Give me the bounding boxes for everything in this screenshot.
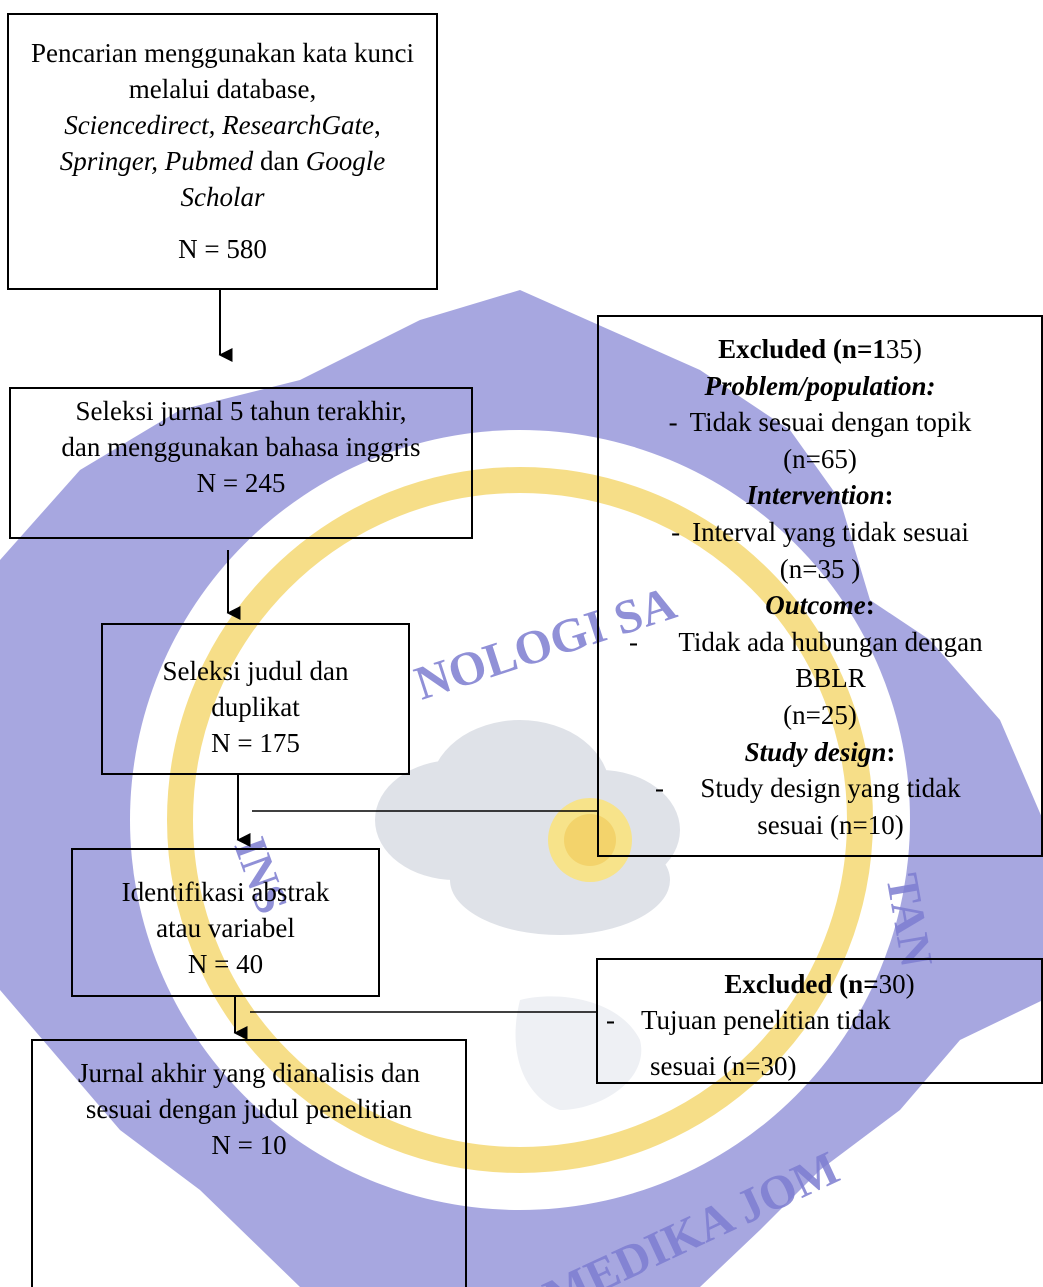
excluded-box-1: Excluded (n=135) Problem/population: -Ti… bbox=[597, 315, 1043, 857]
search-text: Pencarian menggunakan kata kunci melalui… bbox=[30, 38, 415, 104]
database-list-2: Springer, Pubmed bbox=[59, 146, 254, 176]
excluded1-category-intervention: Intervention: bbox=[746, 480, 894, 511]
search-box: Pencarian menggunakan kata kunci melalui… bbox=[7, 13, 438, 290]
excluded1-reason-outcome: -Tidak ada hubungan dengan BBLR bbox=[629, 626, 983, 694]
excluded1-category-outcome: Outcome: bbox=[765, 590, 875, 621]
search-count: N = 580 bbox=[178, 234, 267, 264]
watermark-text-bottom: IA MEDIKA JOM bbox=[479, 1141, 847, 1287]
journal-line-1: Seleksi jurnal 5 tahun terakhir, bbox=[75, 396, 407, 426]
excluded1-reason-study-design: -Study design yang tidak sesuai (n=10) bbox=[655, 773, 961, 840]
excluded1-category-problem: Problem/population: bbox=[704, 370, 936, 401]
journal-selection-box: Seleksi jurnal 5 tahun terakhir, dan men… bbox=[9, 387, 473, 539]
title-selection-box: Seleksi judul dan duplikat N = 175 bbox=[101, 623, 410, 775]
excluded1-count-outcome: (n=25) bbox=[783, 699, 857, 730]
excluded1-category-study-design: Study design: bbox=[744, 736, 896, 767]
abstract-text: Identifikasi abstrak atau variabel bbox=[121, 877, 330, 943]
final-text: Jurnal akhir yang dianalisis dan sesuai … bbox=[78, 1058, 420, 1124]
excluded1-reason-problem: -Tidak sesuai dengan topik bbox=[668, 407, 972, 438]
database-list-1: Sciencedirect, ResearchGate bbox=[64, 110, 375, 140]
excluded2-reason: -Tujuan penelitian tidak bbox=[606, 1005, 891, 1035]
abstract-count: N = 40 bbox=[187, 949, 264, 979]
excluded1-count-problem: (n=65) bbox=[783, 443, 857, 474]
excluded1-count-intervention: (n=35 ) bbox=[779, 553, 861, 584]
watermark-text-right: TAN bbox=[876, 870, 942, 971]
excluded1-heading: Excluded (n=135) bbox=[718, 334, 922, 364]
database-separator: , bbox=[374, 110, 381, 140]
journal-line-2: dan menggunakan bahasa inggris bbox=[61, 432, 421, 462]
final-journals-box: Jurnal akhir yang dianalisis dan sesuai … bbox=[31, 1039, 467, 1287]
excluded1-reason-intervention: -Interval yang tidak sesuai bbox=[671, 516, 969, 547]
title-selection-text: Seleksi judul dan duplikat bbox=[162, 656, 349, 722]
excluded2-heading: Excluded (n=30) bbox=[724, 969, 915, 999]
database-list-3: Google Scholar bbox=[180, 146, 386, 212]
journal-count: N = 245 bbox=[196, 468, 286, 498]
search-description: Pencarian menggunakan kata kunci melalui… bbox=[25, 35, 420, 215]
excluded-box-2: Excluded (n=30) -Tujuan penelitian tidak… bbox=[596, 958, 1043, 1084]
database-conjunction: dan bbox=[253, 146, 306, 176]
final-count: N = 10 bbox=[211, 1130, 287, 1160]
title-selection-count: N = 175 bbox=[211, 728, 300, 758]
excluded2-count: sesuai (n=30) bbox=[650, 1051, 797, 1081]
abstract-identification-box: Identifikasi abstrak atau variabel N = 4… bbox=[71, 848, 380, 997]
